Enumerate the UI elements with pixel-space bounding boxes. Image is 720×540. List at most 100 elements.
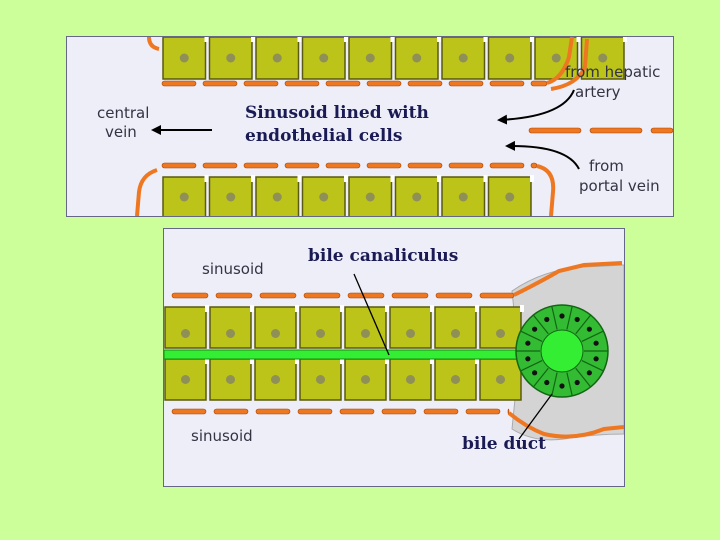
duct-cell-border	[532, 367, 549, 388]
hepatocyte-nucleus	[551, 53, 561, 63]
hepatocyte-nucleus	[272, 53, 282, 63]
hepatocyte-nucleus	[226, 192, 236, 202]
duct-cell-nucleus	[593, 340, 599, 346]
tight-junction	[623, 37, 627, 42]
tight-junction	[530, 175, 534, 182]
endothelial-cell-lower	[381, 408, 417, 415]
hepatocyte-nucleus	[412, 192, 422, 202]
sinusoid-diagram	[135, 37, 673, 216]
duct-cell-border	[520, 360, 543, 372]
duct-cell-nucleus	[544, 379, 550, 386]
endothelial-cell-lower	[465, 408, 501, 415]
duct-cell-border	[575, 367, 592, 388]
bile-duct-diagram	[164, 261, 624, 441]
duct-cell-nucleus	[574, 316, 580, 323]
endothelial-cell-upper	[147, 37, 160, 51]
sinusoid-title-line1: Sinusoid lined with	[245, 103, 429, 123]
tight-junction	[483, 175, 488, 182]
endothelial-cell-upper	[243, 80, 279, 87]
tight-junction	[205, 305, 209, 312]
endothelial-cell-upper	[366, 80, 402, 87]
tight-junction	[204, 37, 209, 42]
duct-cell-nucleus	[532, 370, 538, 376]
endothelial-cell-lower	[171, 408, 207, 415]
hepatocyte-nucleus	[319, 53, 329, 63]
endothelial-cell-lower	[161, 162, 197, 169]
hepatocyte-nucleus	[319, 192, 329, 202]
tight-junction	[297, 175, 302, 182]
tight-junction	[295, 357, 299, 364]
endothelial-cell-upper	[202, 80, 238, 87]
hepatocyte-nucleus	[505, 192, 515, 202]
duct-cell-border	[551, 372, 558, 396]
tight-junction	[385, 357, 389, 364]
duct-cell-border	[532, 314, 549, 335]
tight-junction	[430, 305, 434, 312]
bile-canaliculus-panel: sinusoid sinusoid bile canaliculus bile …	[163, 228, 625, 487]
duct-cell-nucleus	[544, 316, 550, 323]
endothelial-cell-lower	[489, 162, 525, 169]
bile-duct-label: bile duct	[462, 434, 546, 454]
hepatic-artery-label-line2: artery	[575, 83, 621, 101]
hepatic-artery-label-line1: from hepatic	[565, 63, 661, 81]
hepatocyte-upper	[209, 306, 252, 349]
endothelial-cell-lower	[135, 168, 158, 216]
endothelial-cell-lower	[366, 162, 402, 169]
endothelial-cell-lower	[407, 162, 443, 169]
duct-cell-border	[551, 306, 558, 330]
tight-junction	[297, 37, 302, 42]
duct-cell-border	[520, 330, 543, 342]
hepatocyte-lower	[348, 176, 393, 216]
hepatocyte-nucleus	[496, 375, 505, 384]
hepatocyte-upper	[254, 306, 297, 349]
tight-junction	[385, 305, 389, 312]
endothelial-cell-lower	[243, 162, 279, 169]
endothelial-cell-upper	[489, 80, 525, 87]
endothelial-cell-upper	[530, 80, 548, 87]
hepatocyte-upper	[479, 306, 522, 349]
tight-junction	[251, 175, 255, 182]
hepatocyte-nucleus	[598, 53, 608, 63]
portal-vessel-segment	[589, 127, 643, 134]
hepatocyte-nucleus	[412, 53, 422, 63]
endothelial-cell-lower	[536, 164, 556, 216]
hepatocyte-nucleus	[271, 329, 280, 338]
tight-junction	[520, 305, 524, 312]
hepatocyte-nucleus	[458, 192, 468, 202]
hepatocyte-upper	[389, 306, 432, 349]
hepatocyte-nucleus	[179, 192, 189, 202]
duct-cell-nucleus	[586, 370, 592, 376]
hepatocyte-nucleus	[226, 329, 235, 338]
duct-cell-border	[566, 372, 573, 396]
hepatocyte-nucleus	[179, 53, 189, 63]
hepatocyte-upper	[208, 37, 253, 80]
tight-junction	[430, 357, 434, 364]
tight-junction	[437, 37, 441, 42]
hepatocyte-nucleus	[181, 329, 190, 338]
hepatocyte-nucleus	[272, 192, 282, 202]
hepatocyte-upper	[434, 306, 477, 349]
hepatocyte-upper	[299, 306, 342, 349]
endothelial-cell-upper	[479, 292, 515, 299]
hepatic-artery-arrow	[497, 89, 575, 125]
tight-junction	[251, 37, 255, 42]
endothelial-cell-upper	[513, 261, 623, 297]
endothelial-cell-upper	[347, 292, 385, 299]
endothelial-cell-lower	[284, 162, 320, 169]
tight-junction	[475, 357, 479, 364]
duct-cell-border	[581, 330, 604, 342]
hepatocyte-nucleus	[451, 375, 460, 384]
duct-cell-nucleus	[532, 326, 538, 332]
duct-cell-border	[566, 306, 573, 330]
endothelial-cell-lower	[530, 162, 538, 169]
central-vein-label-line1: central	[97, 104, 150, 122]
tight-junction	[390, 37, 395, 42]
hepatocyte-nucleus	[361, 375, 370, 384]
portal-vessel-segment	[528, 127, 582, 134]
liver-sinusoid-panel: Sinusoid lined with endothelial cells ce…	[66, 36, 674, 217]
endothelial-cell-upper	[215, 292, 253, 299]
endothelial-cell-upper	[391, 292, 429, 299]
tight-junction	[530, 37, 534, 42]
duct-cell-nucleus	[525, 356, 531, 362]
hepatocyte-nucleus	[361, 329, 370, 338]
